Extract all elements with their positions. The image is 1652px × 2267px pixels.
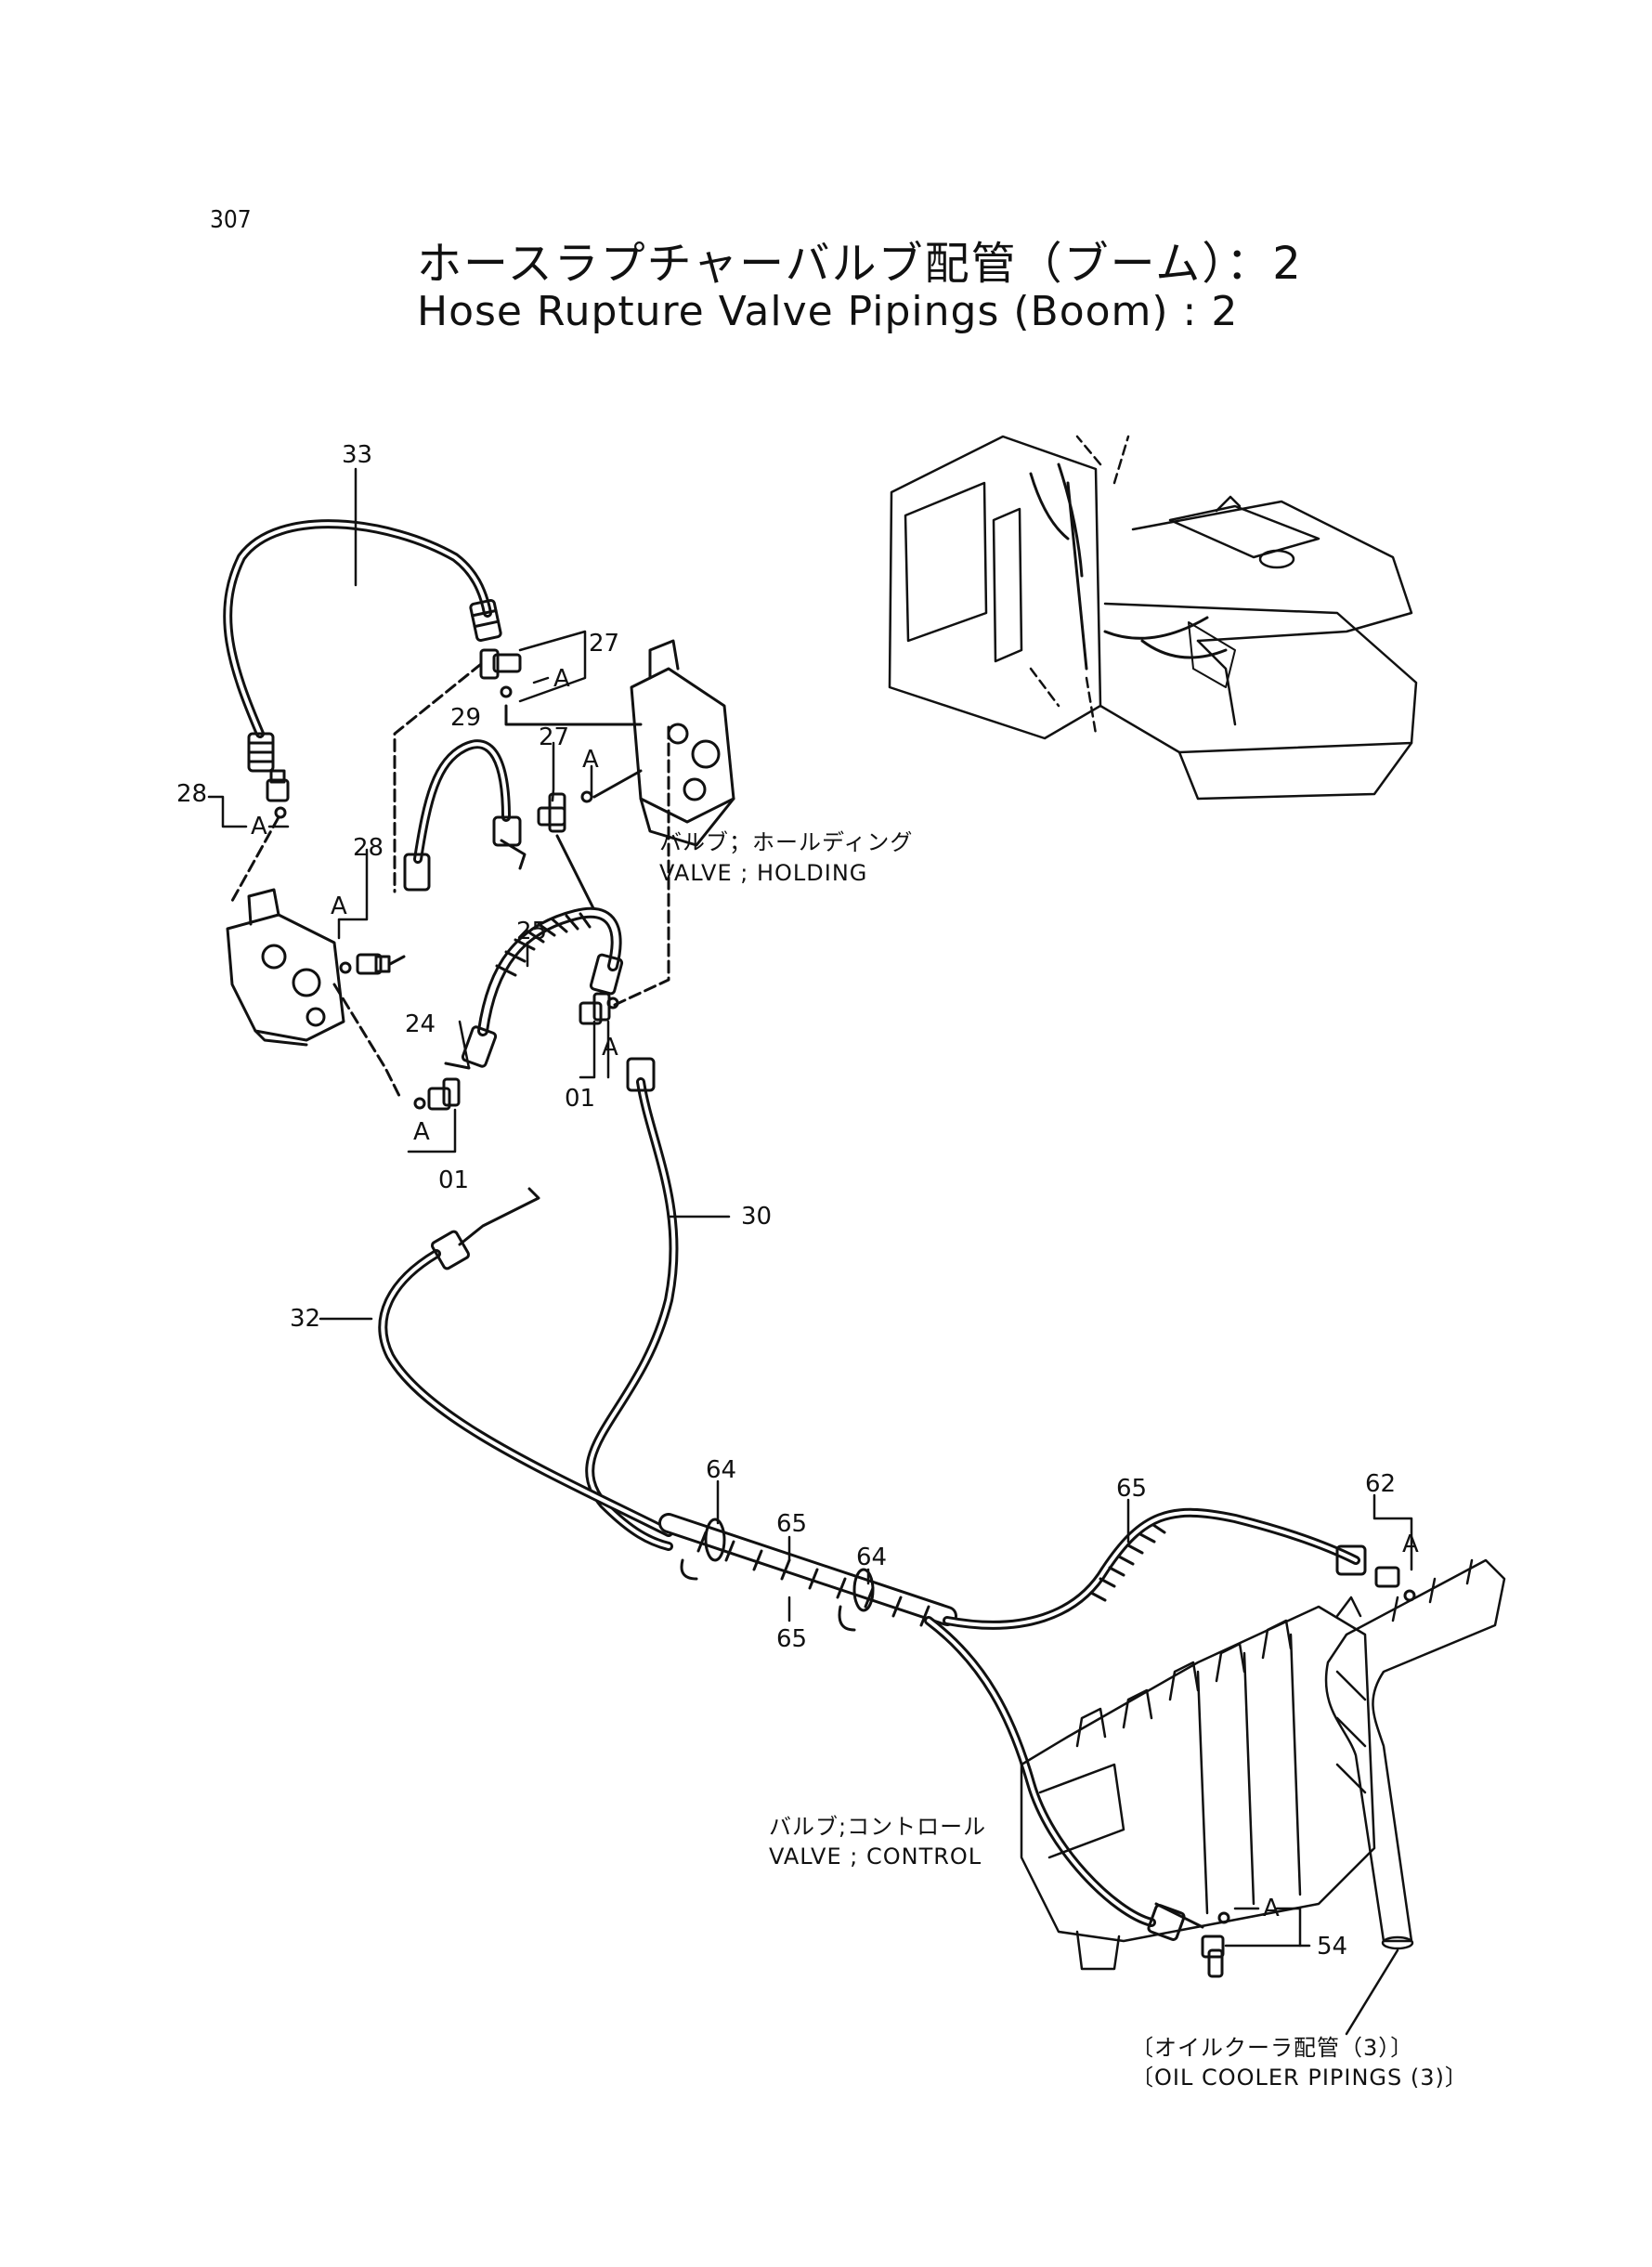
hose-33 <box>223 519 502 773</box>
marker-a-4: A <box>331 892 347 920</box>
hose-25 <box>461 906 624 1068</box>
title-english: Hose Rupture Valve Pipings (Boom) : 2 <box>417 288 1239 335</box>
marker-a-6: A <box>413 1118 430 1146</box>
callout-leader-lines <box>207 467 1413 1948</box>
holding-valve-left <box>226 888 401 1098</box>
hose-to-control-valve <box>924 1616 1186 1941</box>
page-number: 307 <box>210 206 252 234</box>
elbow-fitting-01-lower <box>413 1077 461 1111</box>
hose-65-right <box>943 1507 1416 1630</box>
callout-01-lower: 01 <box>438 1166 470 1194</box>
holding-valve-label-en: VALVE ; HOLDING <box>659 860 868 886</box>
callout-64-left: 64 <box>706 1456 737 1484</box>
callout-65-lower: 65 <box>776 1625 808 1653</box>
fitting-28-left <box>230 769 290 903</box>
holding-valve-right <box>630 639 735 847</box>
hose-29 <box>403 739 527 892</box>
callout-30: 30 <box>741 1203 773 1231</box>
marker-a-2: A <box>582 746 599 774</box>
armored-hose-section <box>658 1513 957 1632</box>
callout-27-upper: 27 <box>589 630 620 658</box>
title-japanese: ホースラプチャーバルブ配管（ブーム）：2 <box>417 238 1303 290</box>
callout-62: 62 <box>1365 1470 1397 1498</box>
callout-64-right: 64 <box>856 1544 888 1571</box>
elbow-fitting-01-upper <box>579 723 670 1025</box>
callout-27-lower: 27 <box>539 723 570 751</box>
marker-a-8: A <box>1263 1895 1280 1922</box>
marker-a-3: A <box>251 813 267 840</box>
callout-28-right: 28 <box>353 834 384 862</box>
marker-a-7: A <box>1402 1531 1419 1558</box>
excavator-overview-illustration <box>888 435 1418 801</box>
holding-valve-label-jp: バルブ；ホールディング <box>659 829 914 855</box>
callout-01-upper: 01 <box>565 1085 596 1113</box>
hose-24-leader <box>444 1062 471 1070</box>
callout-65-upper: 65 <box>776 1510 808 1538</box>
oil-cooler-reference-jp: 〔オイルクーラ配管（3）〕 <box>1131 2035 1414 2061</box>
oil-cooler-pipe <box>1324 1558 1506 2036</box>
control-valve-body <box>1020 1596 1376 1971</box>
callout-32: 32 <box>290 1305 321 1333</box>
fitting-28-right <box>339 953 406 975</box>
callout-28-left: 28 <box>176 780 208 808</box>
fitting-54 <box>1154 1902 1230 1978</box>
marker-a-5: A <box>602 1034 618 1062</box>
callout-54: 54 <box>1317 1933 1348 1961</box>
callout-29: 29 <box>450 704 482 732</box>
control-valve-label-jp: バルブ;コントロール <box>769 1814 987 1840</box>
callout-24: 24 <box>405 1010 436 1038</box>
callout-65-right: 65 <box>1116 1475 1148 1503</box>
callout-33: 33 <box>342 441 373 469</box>
oil-cooler-reference-en: 〔OIL COOLER PIPINGS (3)〕 <box>1131 2065 1468 2091</box>
hose-32 <box>378 1187 673 1537</box>
tee-fitting-27-upper <box>393 648 643 893</box>
hose-30 <box>585 1057 679 1551</box>
marker-a-1: A <box>553 665 570 693</box>
control-valve-label-en: VALVE ; CONTROL <box>769 1844 982 1870</box>
callout-25: 25 <box>516 918 548 945</box>
